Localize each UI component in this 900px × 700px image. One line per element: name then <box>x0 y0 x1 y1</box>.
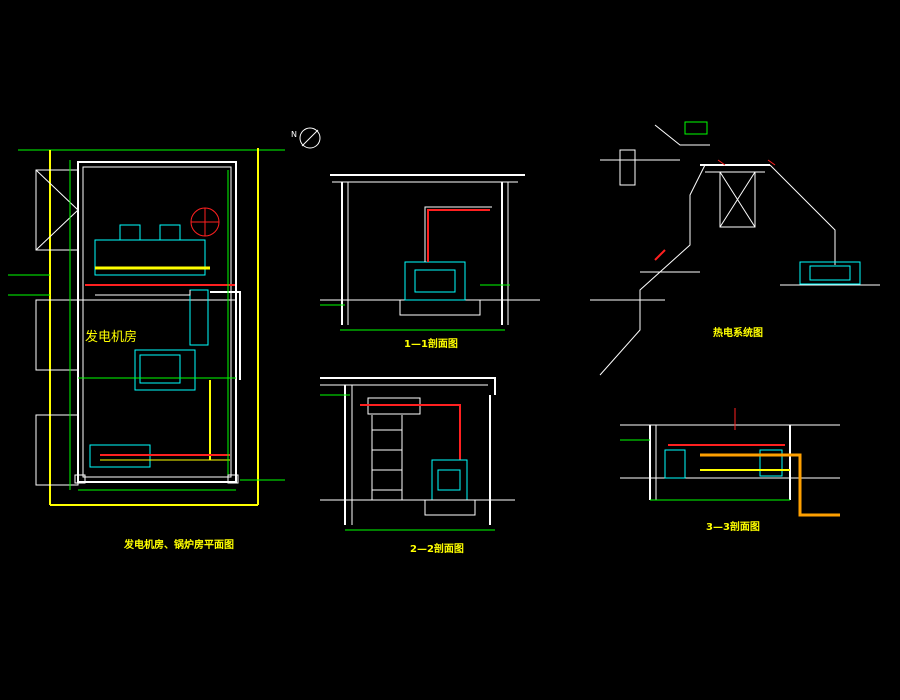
section-1-1-title: 1—1剖面图 <box>404 339 458 350</box>
section-3-3-title: 3—3剖面图 <box>706 522 760 533</box>
section-2-2-title: 2—2剖面图 <box>410 544 464 555</box>
section-2-2-view <box>320 377 515 531</box>
generator-room-label: 发电机房 <box>85 330 138 345</box>
plan-title: 发电机房、锅炉房平面图 <box>124 540 234 551</box>
plan-view <box>8 148 285 506</box>
system-diagram-title: 热电系统图 <box>713 328 763 339</box>
system-diagram-view <box>590 121 880 376</box>
section-1-1-view <box>320 174 540 331</box>
section-3-3-view <box>620 408 840 517</box>
north-arrow-label: N <box>291 130 297 139</box>
north-arrow-icon <box>299 127 321 149</box>
